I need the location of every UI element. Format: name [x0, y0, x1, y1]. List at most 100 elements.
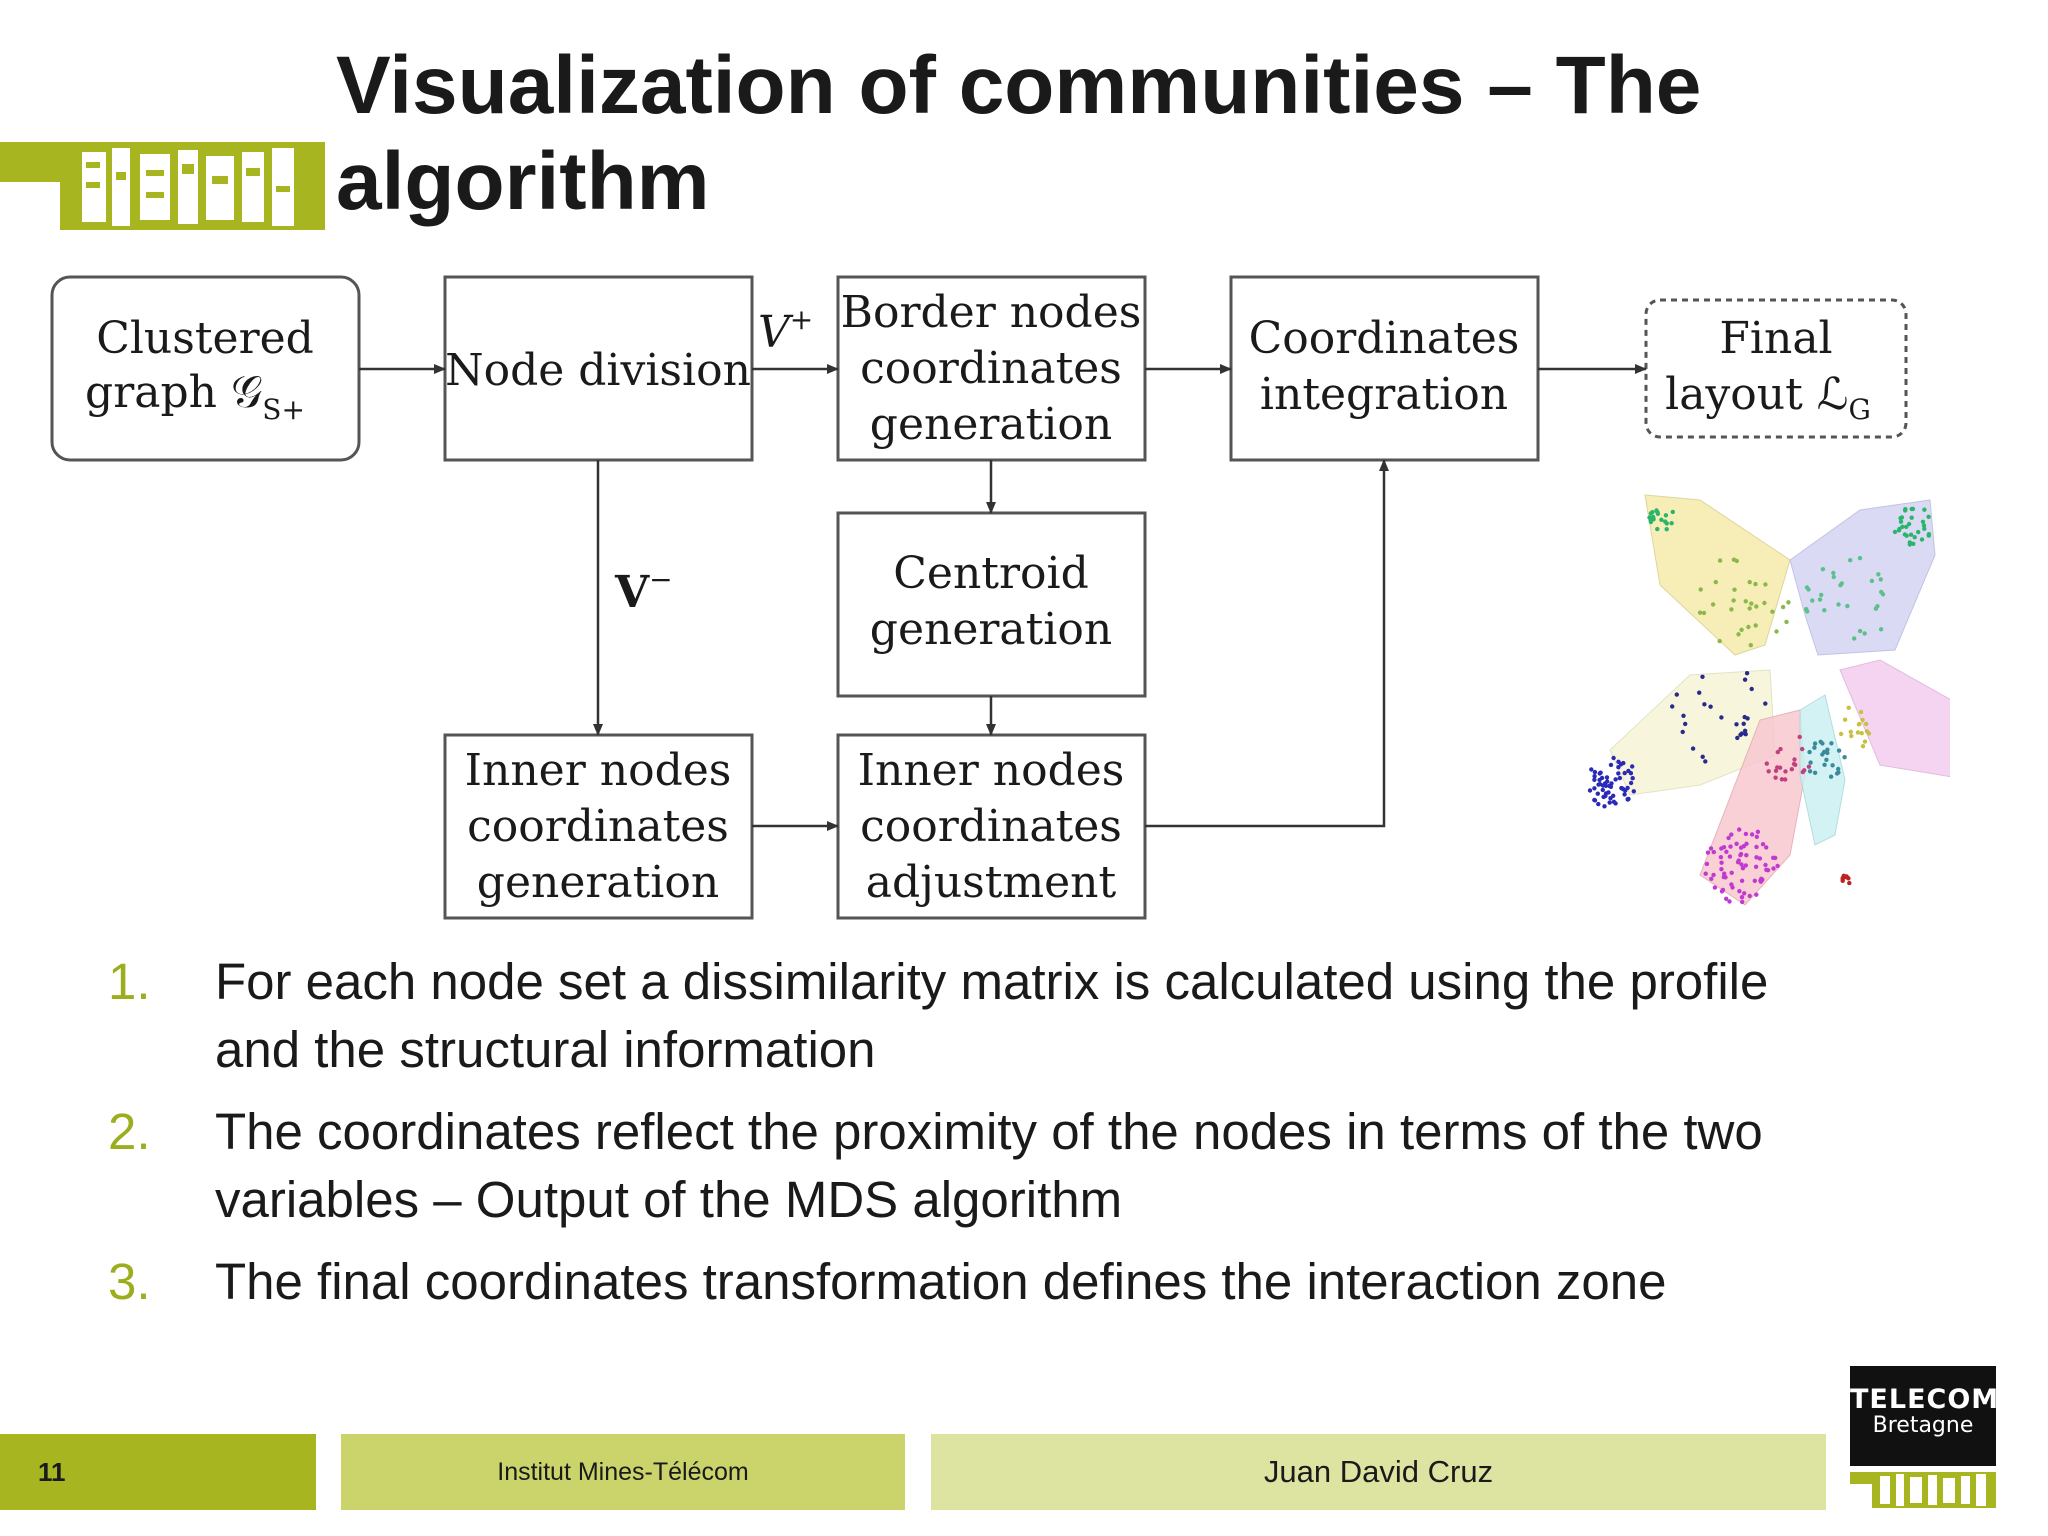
community-node-point: [1909, 506, 1914, 512]
node-inner-generation: Inner nodes coordinates generation: [443, 733, 754, 920]
community-node-point: [1731, 598, 1736, 603]
community-node-point: [1879, 589, 1884, 595]
community-node-point: [1613, 777, 1618, 782]
community-node-point: [1669, 521, 1674, 526]
community-node-point: [1729, 882, 1734, 887]
community-node-point: [1919, 537, 1925, 542]
community-node-point: [1617, 775, 1623, 781]
community-node-point: [1655, 526, 1660, 532]
community-node-point: [1616, 765, 1621, 770]
community-node-point: [1712, 885, 1718, 890]
community-node-point: [1713, 579, 1719, 585]
community-node-point: [1659, 517, 1664, 522]
community-node-point: [1708, 846, 1714, 851]
community-node-point: [1734, 841, 1739, 846]
community-node-point: [1831, 570, 1836, 576]
community-node-point: [1897, 526, 1902, 532]
bullet-number-1: 1.: [108, 953, 151, 1010]
community-node-point: [1845, 603, 1850, 609]
community-node-point: [1746, 624, 1751, 630]
community-node-point: [1806, 764, 1812, 769]
community-node-point: [1773, 855, 1778, 861]
community-node-point: [1654, 508, 1659, 513]
community-node-point: [1734, 722, 1739, 727]
border-label-2: coordinates: [860, 343, 1122, 394]
community-node-point: [1765, 868, 1771, 873]
node-border-nodes: Border nodes coordinates generation: [836, 275, 1147, 462]
community-node-point: [1757, 856, 1763, 861]
community-node-point: [1864, 721, 1869, 727]
community-node-point: [1742, 891, 1747, 896]
community-node-point: [1748, 643, 1754, 648]
community-node-point: [1875, 604, 1880, 609]
community-node-point: [1847, 880, 1852, 886]
community-node-point: [1592, 769, 1598, 775]
inner-gen-label-1: Inner nodes: [465, 745, 732, 796]
community-node-point: [1744, 841, 1749, 846]
community-node-point: [1764, 761, 1770, 766]
inner-gen-label-2: coordinates: [467, 801, 729, 852]
community-node-point: [1789, 767, 1795, 772]
community-node-point: [1683, 721, 1688, 727]
community-node-point: [1834, 771, 1840, 776]
community-node-point: [1836, 748, 1842, 753]
community-node-point: [1628, 771, 1634, 776]
community-node-point: [1727, 899, 1732, 904]
node-clustered-graph: Clustered graph 𝒢S+: [50, 275, 361, 462]
community-node-point: [1860, 717, 1865, 723]
community-node-point: [1587, 788, 1593, 793]
community-node-point: [1869, 578, 1875, 584]
community-node-point: [1732, 587, 1737, 592]
community-node-point: [1784, 619, 1789, 625]
edge-label-v-plus: V+: [758, 303, 813, 358]
community-node-point: [1648, 511, 1654, 516]
bullet-item-2: 2. The coordinates reflect the proximity…: [108, 1098, 1988, 1234]
community-node-point: [1630, 764, 1635, 769]
community-node-point: [1842, 717, 1848, 722]
community-node-point: [1778, 746, 1783, 752]
inner-adj-label-2: coordinates: [860, 801, 1122, 852]
community-node-point: [1831, 574, 1837, 580]
community-node-point: [1822, 762, 1827, 767]
institution-logo-banner: [0, 142, 325, 230]
community-node-point: [1592, 774, 1597, 779]
community-zone-yellow: [1644, 494, 1791, 656]
community-node-point: [1603, 793, 1608, 799]
community-node-point: [1723, 875, 1728, 880]
community-node-point: [1700, 674, 1705, 679]
community-node-point: [1907, 542, 1913, 547]
slide-title: Visualization of communities – The algor…: [336, 38, 1836, 230]
community-node-point: [1876, 572, 1881, 577]
community-node-point: [1783, 769, 1788, 774]
community-node-point: [1819, 592, 1824, 598]
community-node-point: [1836, 602, 1841, 607]
community-node-point: [1592, 786, 1597, 791]
community-node-point: [1719, 860, 1724, 865]
community-node-point: [1859, 731, 1864, 736]
community-node-point: [1755, 829, 1761, 834]
footer-author: Juan David Cruz: [931, 1434, 1826, 1510]
community-node-point: [1744, 671, 1750, 676]
community-node-point: [1623, 788, 1628, 793]
community-node-point: [1754, 855, 1759, 860]
community-node-point: [1711, 872, 1716, 878]
community-node-point: [1598, 770, 1603, 775]
community-node-point: [1812, 741, 1818, 746]
community-node-point: [1780, 604, 1786, 610]
community-node-point: [1791, 761, 1797, 767]
community-node-point: [1849, 733, 1854, 739]
community-node-point: [1747, 893, 1752, 899]
community-node-point: [1752, 878, 1758, 883]
community-node-point: [1628, 780, 1634, 786]
border-label-3: generation: [870, 399, 1112, 450]
community-node-point: [1717, 638, 1722, 644]
final-label-2: layout ℒG: [1665, 369, 1871, 426]
community-node-point: [1770, 609, 1775, 614]
community-node-point: [1904, 533, 1909, 538]
community-node-point: [1670, 509, 1676, 515]
community-node-point: [1705, 850, 1711, 855]
community-node-point: [1749, 832, 1755, 837]
community-zone-lavender: [1789, 499, 1936, 656]
community-node-point: [1719, 889, 1725, 894]
community-node-point: [1726, 835, 1731, 841]
